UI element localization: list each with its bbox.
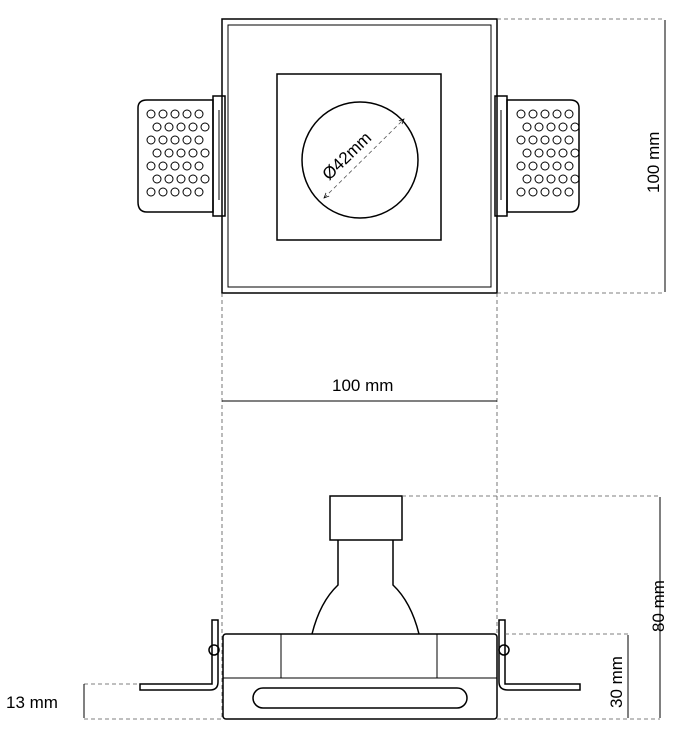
right-clip-holes xyxy=(516,109,580,197)
perforation-hole xyxy=(158,109,168,119)
perforation-hole xyxy=(564,135,574,145)
perforation-hole xyxy=(194,187,204,197)
perforation-hole xyxy=(152,122,162,132)
perforation-hole xyxy=(152,148,162,158)
perforation-hole xyxy=(158,135,168,145)
perforation-hole xyxy=(164,148,174,158)
total-height-label: 80 mm xyxy=(649,580,668,632)
flange-height-label: 13 mm xyxy=(6,693,58,712)
right-spring-clip xyxy=(494,95,580,217)
perforation-hole xyxy=(164,174,174,184)
perforation-hole xyxy=(146,109,156,119)
top-height-label: 100 mm xyxy=(644,132,663,193)
perforation-hole xyxy=(188,174,198,184)
perforation-hole xyxy=(146,161,156,171)
frame-height-label: 30 mm xyxy=(607,656,626,708)
perforation-hole xyxy=(200,122,210,132)
perforation-hole xyxy=(558,174,568,184)
perforation-hole xyxy=(564,161,574,171)
left-spring-clip xyxy=(137,95,226,217)
perforation-hole xyxy=(146,135,156,145)
width-label: 100 mm xyxy=(332,376,393,395)
frame-body xyxy=(222,633,498,720)
perforation-hole xyxy=(516,135,526,145)
lamp-bulb-left xyxy=(311,540,339,635)
lamp-socket xyxy=(329,495,403,541)
perforation-hole xyxy=(540,161,550,171)
perforation-hole xyxy=(570,122,580,132)
inner-square xyxy=(276,73,442,241)
perforation-hole xyxy=(170,161,180,171)
left-side-clip xyxy=(139,619,220,691)
right-side-clip xyxy=(498,619,581,691)
perforation-hole xyxy=(176,174,186,184)
perforation-hole xyxy=(564,187,574,197)
perforation-hole xyxy=(182,187,192,197)
perforation-hole xyxy=(158,187,168,197)
perforation-hole xyxy=(558,148,568,158)
perforation-hole xyxy=(534,174,544,184)
lamp-opening xyxy=(301,101,419,219)
perforation-hole xyxy=(558,122,568,132)
perforation-hole xyxy=(188,122,198,132)
perforation-hole xyxy=(194,135,204,145)
perforation-hole xyxy=(540,187,550,197)
perforation-hole xyxy=(540,109,550,119)
perforation-hole xyxy=(182,135,192,145)
outer-frame-inner-edge xyxy=(227,24,492,288)
width-dimension: 100 mm xyxy=(221,293,498,720)
perforation-hole xyxy=(194,161,204,171)
perforation-hole xyxy=(564,109,574,119)
perforation-hole xyxy=(516,187,526,197)
perforation-hole xyxy=(152,174,162,184)
perforation-hole xyxy=(176,122,186,132)
perforation-hole xyxy=(546,174,556,184)
perforation-hole xyxy=(570,148,580,158)
perforation-hole xyxy=(522,174,532,184)
perforation-hole xyxy=(194,109,204,119)
perforation-hole xyxy=(528,161,538,171)
perforation-hole xyxy=(522,148,532,158)
perforation-hole xyxy=(516,109,526,119)
perforation-hole xyxy=(182,161,192,171)
left-clip-holes xyxy=(146,109,210,197)
perforation-hole xyxy=(170,109,180,119)
perforation-hole xyxy=(170,187,180,197)
perforation-hole xyxy=(146,187,156,197)
perforation-hole xyxy=(200,174,210,184)
perforation-hole xyxy=(570,174,580,184)
perforation-hole xyxy=(164,122,174,132)
perforation-hole xyxy=(200,148,210,158)
outer-frame xyxy=(221,18,498,294)
perforation-hole xyxy=(176,148,186,158)
perforation-hole xyxy=(552,109,562,119)
perforation-hole xyxy=(522,122,532,132)
perforation-hole xyxy=(158,161,168,171)
top-view: Ø42mm 100 mm xyxy=(137,18,666,294)
perforation-hole xyxy=(540,135,550,145)
perforation-hole xyxy=(546,122,556,132)
perforation-hole xyxy=(528,187,538,197)
lamp-bulb-right xyxy=(392,540,420,635)
perforation-hole xyxy=(170,135,180,145)
perforation-hole xyxy=(552,161,562,171)
frame-slot xyxy=(252,687,468,709)
perforation-hole xyxy=(516,161,526,171)
side-view: 80 mm 30 mm 13 mm xyxy=(6,495,668,720)
perforation-hole xyxy=(528,109,538,119)
perforation-hole xyxy=(552,187,562,197)
perforation-hole xyxy=(188,148,198,158)
diameter-dimension-line xyxy=(324,119,404,198)
perforation-hole xyxy=(552,135,562,145)
perforation-hole xyxy=(534,122,544,132)
perforation-hole xyxy=(182,109,192,119)
perforation-hole xyxy=(546,148,556,158)
perforation-hole xyxy=(528,135,538,145)
perforation-hole xyxy=(534,148,544,158)
